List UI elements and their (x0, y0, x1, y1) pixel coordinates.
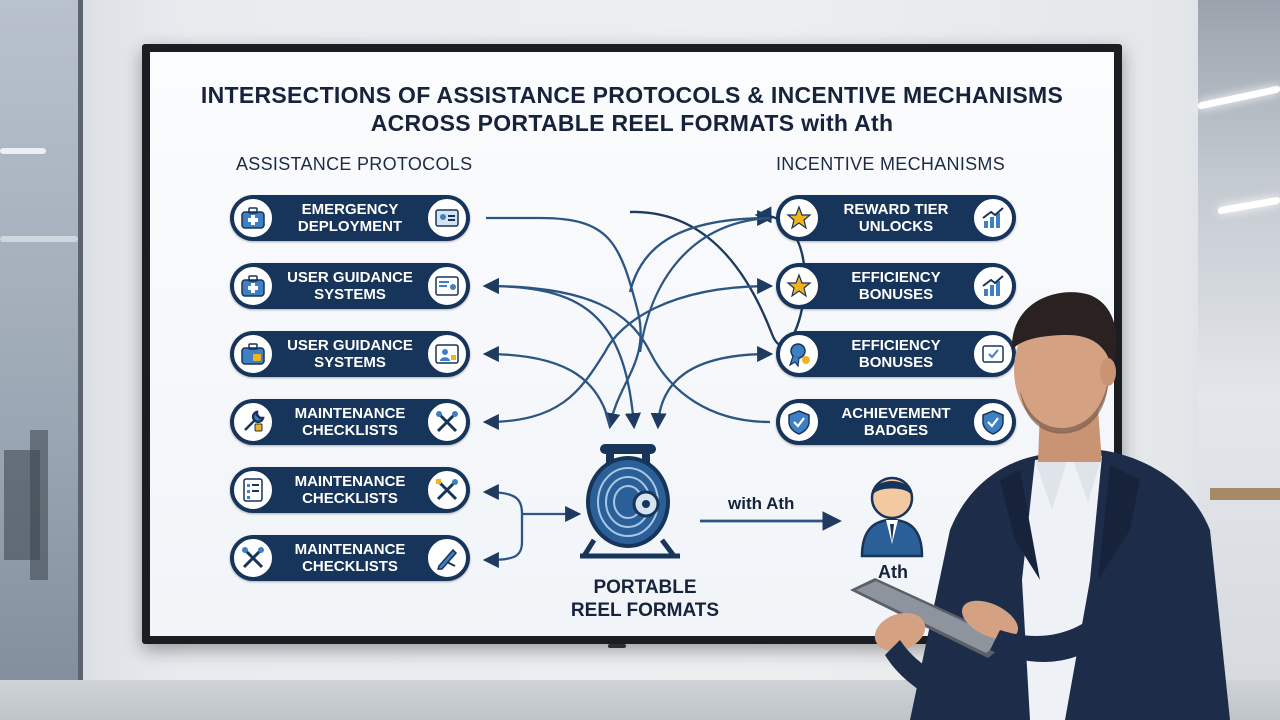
left-item-3-line1: USER GUIDANCE (287, 337, 413, 354)
left-item-3-line2: SYSTEMS (314, 354, 386, 371)
display-screen: INTERSECTIONS OF ASSISTANCE PROTOCOLS & … (150, 52, 1114, 636)
left-item-6-line2: CHECKLISTS (302, 558, 398, 575)
diagram-title-line1: INTERSECTIONS OF ASSISTANCE PROTOCOLS & … (200, 82, 1064, 108)
right-item-1-line2: UNLOCKS (858, 218, 934, 235)
right-item-2-line1: EFFICIENCY (851, 269, 941, 286)
shield-check-icon (778, 401, 820, 443)
tools-icon (426, 401, 468, 443)
left-item-4-line1: MAINTENANCE (294, 405, 406, 422)
left-item-1-line1: EMERGENCY (301, 201, 399, 218)
id-card-icon (426, 197, 468, 239)
shield-check-icon (972, 401, 1014, 443)
hub-label-line2: REEL FORMATS (570, 600, 720, 621)
left-item-2-line1: USER GUIDANCE (287, 269, 413, 286)
diagram-title-line2: ACROSS PORTABLE REEL FORMATS with Ath (370, 110, 894, 136)
chair-silhouette (30, 430, 48, 580)
person-label: Ath (878, 562, 908, 582)
right-item-4-line2: BADGES (863, 422, 929, 439)
star-icon (778, 265, 820, 307)
display-mount (608, 644, 626, 648)
left-item-1-line2: DEPLOYMENT (297, 218, 403, 235)
person-icon (860, 476, 924, 558)
right-item-1-line1: REWARD TIER (843, 201, 949, 218)
cable-reel-icon (580, 444, 680, 559)
glass-wall (0, 0, 83, 720)
right-item-3-line1: EFFICIENCY (851, 337, 941, 354)
left-item-5-line2: CHECKLISTS (302, 490, 398, 507)
ceiling-light (1218, 196, 1280, 215)
connector-label: with Ath (728, 494, 795, 513)
glass-frame (78, 0, 83, 720)
left-item-6-line1: MAINTENANCE (294, 541, 406, 558)
first-aid-kit-icon (232, 197, 274, 239)
wrench-icon (232, 401, 274, 443)
growth-chart-icon (972, 265, 1014, 307)
right-item-2-line2: BONUSES (858, 286, 934, 303)
tools-icon (426, 469, 468, 511)
arrow-left1-out (486, 216, 642, 430)
arrow-left3 (482, 345, 612, 427)
badge-ribbon-icon (778, 333, 820, 375)
right-column-heading: INCENTIVE MECHANISMS (776, 154, 1006, 174)
arrow-right2 (650, 345, 774, 430)
desk (1210, 488, 1280, 500)
wall-display: INTERSECTIONS OF ASSISTANCE PROTOCOLS & … (142, 44, 1122, 644)
star-icon (778, 197, 820, 239)
hub-label: PORTABLE REEL FORMATS (570, 576, 720, 622)
hub-label-line1: PORTABLE (593, 577, 697, 598)
connector-arrows (482, 206, 924, 569)
arrow-left5 (482, 483, 524, 569)
growth-chart-icon (972, 197, 1014, 239)
right-item-3-line2: BONUSES (858, 354, 934, 371)
arrow-emergency-to-reward (629, 206, 807, 347)
first-aid-kit-icon (232, 333, 274, 375)
first-aid-kit-icon (232, 265, 274, 307)
ceiling-light (0, 148, 46, 154)
checklist-icon (232, 469, 274, 511)
arrow-right3 (482, 277, 771, 424)
arrow-left1-in (628, 209, 774, 293)
left-item-2-line2: SYSTEMS (314, 286, 386, 303)
tools-icon (232, 537, 274, 579)
left-item-5-line1: MAINTENANCE (294, 473, 406, 490)
right-item-4-line1: ACHIEVEMENT (841, 405, 951, 422)
pen-icon (426, 537, 468, 579)
ceiling-light (0, 236, 78, 242)
certificate-icon (972, 333, 1014, 375)
user-document-icon (426, 333, 468, 375)
left-item-4-line2: CHECKLISTS (302, 422, 398, 439)
ceiling-light (1198, 85, 1280, 110)
arrow-right1 (638, 216, 771, 353)
arrow-left4 (482, 277, 774, 431)
guide-document-icon (426, 265, 468, 307)
left-column-heading: ASSISTANCE PROTOCOLS (236, 154, 473, 174)
presenter-with-tablet (850, 292, 1230, 720)
